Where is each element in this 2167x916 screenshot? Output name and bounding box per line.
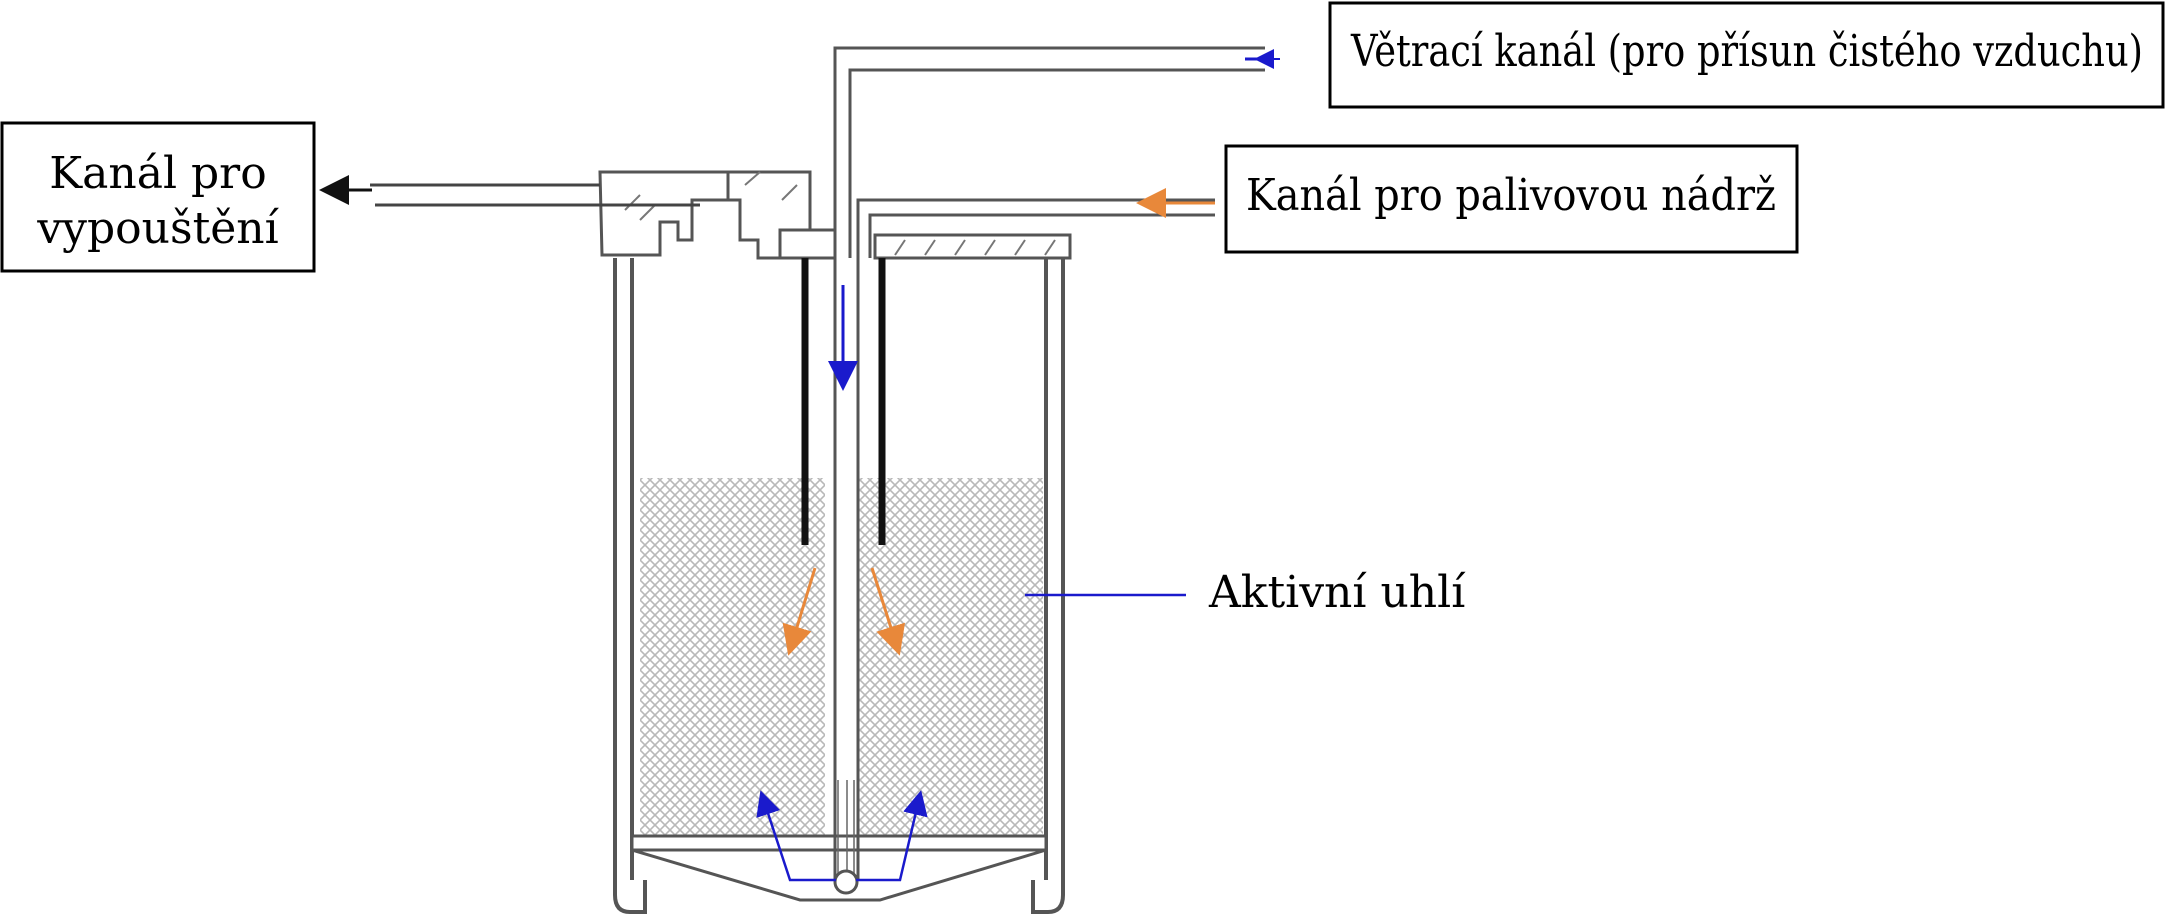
activated-carbon-bed-left: [640, 478, 825, 836]
vent-channel-label: Větrací kanál (pro přísun čistého vzduch…: [1328, 1, 2165, 109]
outlet-channel-label-line1: Kanál pro: [49, 148, 266, 199]
fresh-air-arrows: [756, 49, 1280, 882]
outlet-housing: [598, 170, 837, 260]
vent-channel-label-text: Větrací kanál (pro přísun čistého vzduch…: [1350, 26, 2143, 77]
canister-body: [613, 258, 1065, 914]
fuel-tank-channel-label: Kanál pro palivovou nádrž: [1224, 144, 1799, 254]
outlet-channel: [319, 175, 700, 207]
fuel-tank-channel-label-text: Kanál pro palivovou nádrž: [1246, 170, 1776, 221]
outlet-channel-label-line2: vypouštění: [36, 203, 279, 254]
activated-carbon-bed-right: [858, 478, 1043, 836]
vent-channel: [833, 46, 1265, 895]
fuel-tank-channel: [856, 198, 1215, 258]
activated-carbon-label: Aktivní uhlí: [1208, 567, 1466, 618]
canister-lid: [873, 233, 1072, 260]
outlet-channel-label: Kanál pro vypouštění: [0, 121, 316, 273]
fuel-vapor-arrows: [782, 188, 1215, 656]
